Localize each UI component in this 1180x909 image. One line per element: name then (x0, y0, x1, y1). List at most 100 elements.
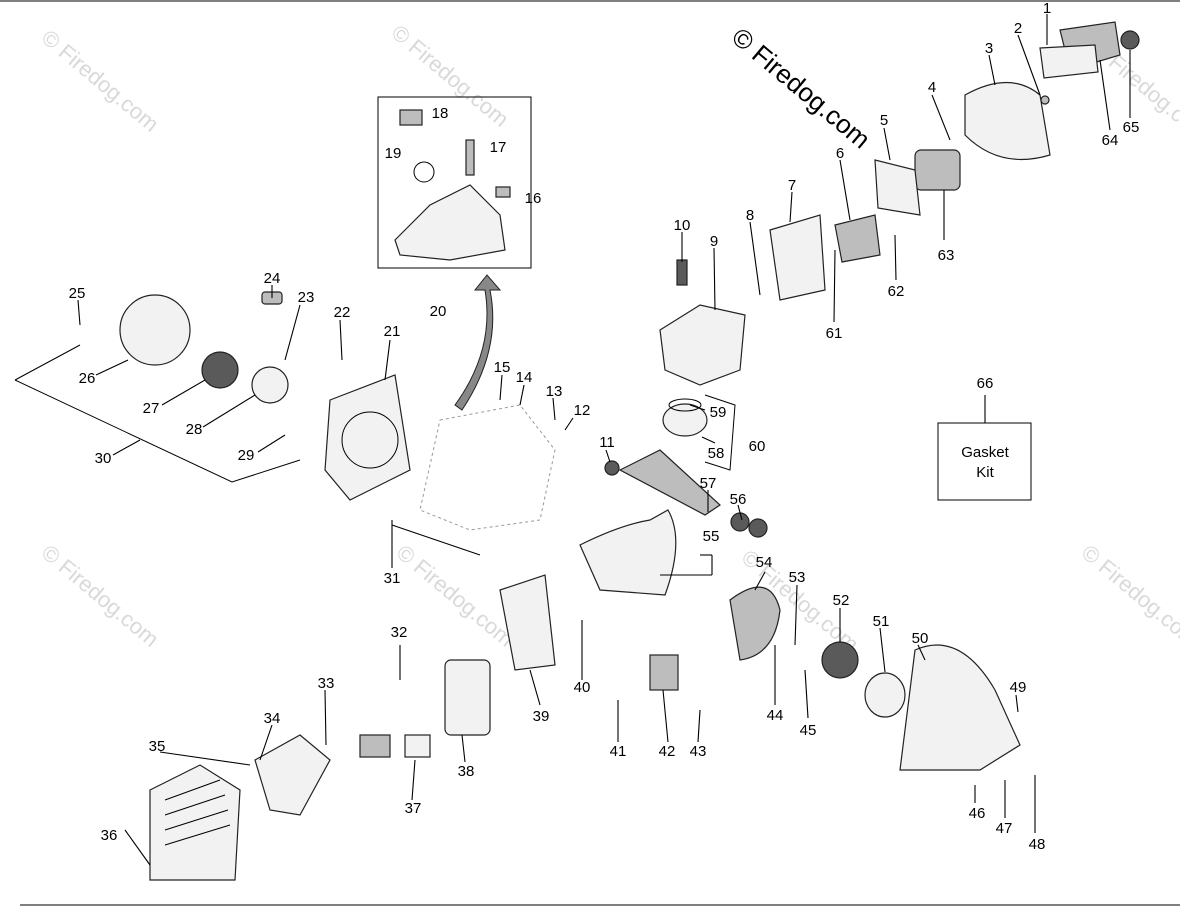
callout-33: 33 (318, 675, 335, 692)
callout-52: 52 (833, 592, 850, 609)
callout-40: 40 (574, 679, 591, 696)
starter-opening (341, 411, 399, 469)
air-filter (1039, 44, 1099, 79)
muffler-plate (404, 734, 431, 758)
callout-8: 8 (746, 207, 754, 224)
callout-55: 55 (703, 528, 720, 545)
callout-26: 26 (79, 370, 96, 387)
carburetor (914, 149, 961, 191)
fuel-filter (495, 186, 511, 198)
heat-shield (769, 214, 826, 301)
callout-49: 49 (1010, 679, 1027, 696)
fuel-tank-outline (419, 404, 556, 531)
callout-30: 30 (95, 450, 112, 467)
callout-27: 27 (143, 400, 160, 417)
watermark-text: © Firedog.com (1077, 540, 1180, 652)
fuel-line (465, 139, 475, 176)
gasket-kit-label-line2: Kit (976, 464, 994, 481)
callout-29: 29 (238, 447, 255, 464)
cover-grille (164, 779, 231, 846)
callout-60: 60 (749, 438, 766, 455)
callout-19: 19 (385, 145, 402, 162)
callout-46: 46 (969, 805, 986, 822)
watermark-text: © Firedog.com (37, 540, 164, 652)
callout-7: 7 (788, 177, 796, 194)
callout-45: 45 (800, 722, 817, 739)
rope-pulley (251, 366, 289, 404)
callout-1: 1 (1043, 0, 1051, 17)
callout-3: 3 (985, 40, 993, 57)
callout-59: 59 (710, 404, 727, 421)
callout-64: 64 (1102, 132, 1119, 149)
intake-adapter (834, 214, 881, 263)
clutch-housing (899, 644, 1021, 771)
reference-arrow (454, 274, 502, 411)
bearing (730, 512, 750, 532)
cylinder (659, 304, 746, 386)
callout-36: 36 (101, 827, 118, 844)
callout-65: 65 (1123, 119, 1140, 136)
callout-39: 39 (533, 708, 550, 725)
callout-32: 32 (391, 624, 408, 641)
heat-shield-plate (499, 574, 556, 671)
callout-63: 63 (938, 247, 955, 264)
flywheel (729, 586, 781, 661)
filter-housing (964, 81, 1051, 161)
callout-51: 51 (873, 613, 890, 630)
muffler-screen (359, 734, 391, 758)
watermark-main: © Firedog.com (726, 22, 876, 155)
bracket-line (704, 394, 736, 471)
muffler (444, 659, 491, 736)
callout-44: 44 (767, 707, 784, 724)
watermark-text: © Firedog.com (37, 25, 164, 137)
callout-11: 11 (599, 434, 615, 451)
callout-2: 2 (1014, 20, 1022, 37)
bearing (748, 518, 768, 538)
fuel-cap-seal (413, 161, 435, 183)
callout-16: 16 (525, 190, 542, 207)
starter-housing (324, 374, 411, 501)
callout-56: 56 (730, 491, 747, 508)
callout-53: 53 (789, 569, 806, 586)
ignition-module (649, 654, 679, 691)
callout-6: 6 (836, 145, 844, 162)
recoil-spring (201, 351, 239, 389)
callout-4: 4 (928, 79, 936, 96)
callout-12: 12 (574, 402, 591, 419)
callout-10: 10 (674, 217, 691, 234)
leader-lines (77, 14, 1131, 866)
gasket-kit-label-line1: Gasket (961, 444, 1009, 461)
cover-bracket (254, 734, 331, 816)
gasket-kit-box (937, 422, 1032, 501)
callout-34: 34 (264, 710, 281, 727)
callout-42: 42 (659, 743, 676, 760)
callout-48: 48 (1029, 836, 1046, 853)
callout-50: 50 (912, 630, 929, 647)
fuel-tank-inset-box (377, 96, 532, 269)
callout-18: 18 (432, 105, 449, 122)
callout-41: 41 (610, 743, 627, 760)
callout-25: 25 (69, 285, 86, 302)
callout-58: 58 (708, 445, 725, 462)
callout-61: 61 (826, 325, 843, 342)
cylinder-cover (149, 764, 241, 881)
callout-43: 43 (690, 743, 707, 760)
callout-24: 24 (264, 270, 281, 287)
callout-62: 62 (888, 283, 905, 300)
clutch-drum (864, 672, 906, 718)
callout-28: 28 (186, 421, 203, 438)
crankshaft (618, 449, 721, 516)
bearing (604, 460, 620, 476)
callout-37: 37 (405, 800, 422, 817)
callout-54: 54 (756, 554, 773, 571)
callout-14: 14 (516, 369, 533, 386)
clutch (821, 641, 859, 679)
fuel-tank (394, 184, 506, 261)
starter-cover (119, 294, 191, 366)
watermark-text: © Firedog.com (392, 540, 519, 652)
cover-knob (1120, 30, 1140, 50)
callout-20: 20 (430, 303, 447, 320)
callout-57: 57 (700, 475, 717, 492)
callout-38: 38 (458, 763, 475, 780)
